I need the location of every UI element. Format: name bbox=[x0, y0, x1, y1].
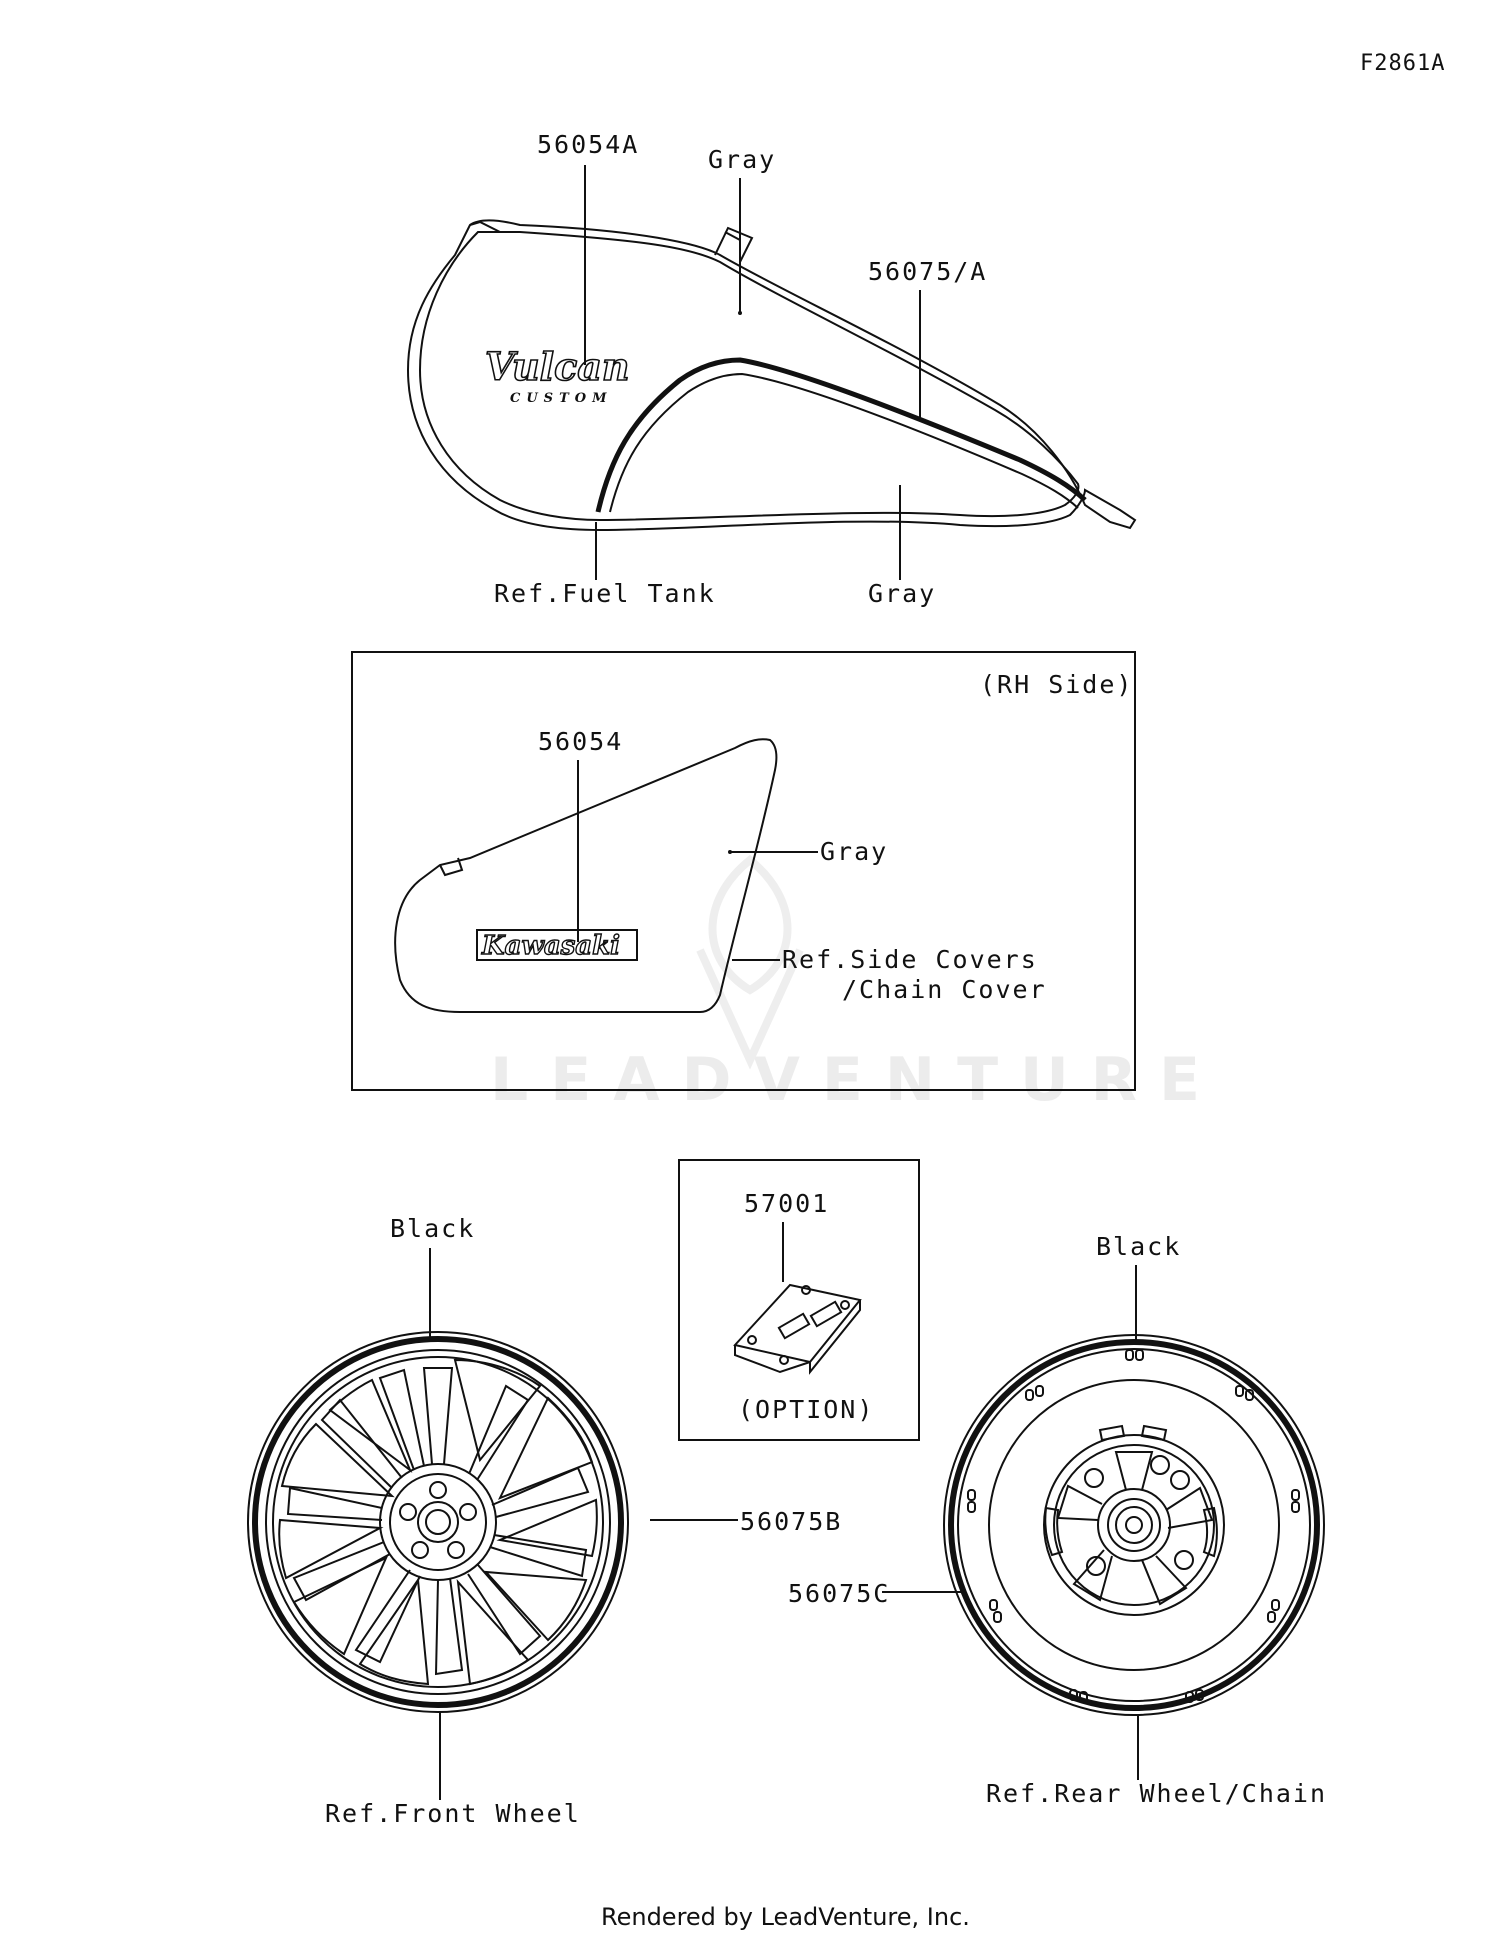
side-cover-frame bbox=[351, 651, 1136, 1091]
label-rear-black: Black bbox=[1096, 1232, 1181, 1261]
label-chain-cover: /Chain Cover bbox=[842, 975, 1047, 1004]
label-gray-bottom: Gray bbox=[868, 579, 936, 608]
label-front-black: Black bbox=[390, 1214, 475, 1243]
label-ref-side-covers: Ref.Side Covers bbox=[782, 945, 1038, 974]
footer-credit: Rendered by LeadVenture, Inc. bbox=[601, 1903, 970, 1931]
label-56054A: 56054A bbox=[537, 130, 639, 159]
side-cover-drawing: Kawasaki bbox=[394, 738, 778, 1013]
option-part-drawing bbox=[733, 1283, 862, 1375]
kawasaki-logo-bg bbox=[476, 929, 638, 961]
label-gray-top: Gray bbox=[708, 145, 776, 174]
watermark-logo-icon bbox=[696, 854, 804, 1070]
label-56075C: 56075C bbox=[788, 1579, 890, 1608]
label-option: (OPTION) bbox=[738, 1395, 874, 1424]
label-56075-A: 56075/A bbox=[868, 257, 987, 286]
vulcan-logo: Vulcan bbox=[485, 344, 630, 389]
vulcan-custom-logo: CUSTOM bbox=[510, 391, 612, 406]
label-rh-side: (RH Side) bbox=[980, 670, 1133, 699]
watermark-text: LEADVENTURE bbox=[490, 1045, 1222, 1115]
rear-wheel-drawing bbox=[943, 1334, 1325, 1716]
label-ref-rear-wheel: Ref.Rear Wheel/Chain bbox=[986, 1779, 1327, 1808]
label-ref-fuel-tank: Ref.Fuel Tank bbox=[494, 579, 716, 608]
label-side-gray: Gray bbox=[820, 837, 888, 866]
label-56054: 56054 bbox=[538, 727, 623, 756]
label-57001: 57001 bbox=[744, 1189, 829, 1218]
label-ref-front-wheel: Ref.Front Wheel bbox=[325, 1799, 581, 1828]
kawasaki-logo: Kawasaki bbox=[481, 931, 620, 961]
option-frame bbox=[678, 1159, 920, 1441]
front-wheel-drawing bbox=[247, 1331, 629, 1713]
figure-id: F2861A bbox=[1360, 51, 1445, 76]
label-56075B: 56075B bbox=[740, 1507, 842, 1536]
fuel-tank-drawing: Vulcan CUSTOM bbox=[406, 219, 1137, 532]
